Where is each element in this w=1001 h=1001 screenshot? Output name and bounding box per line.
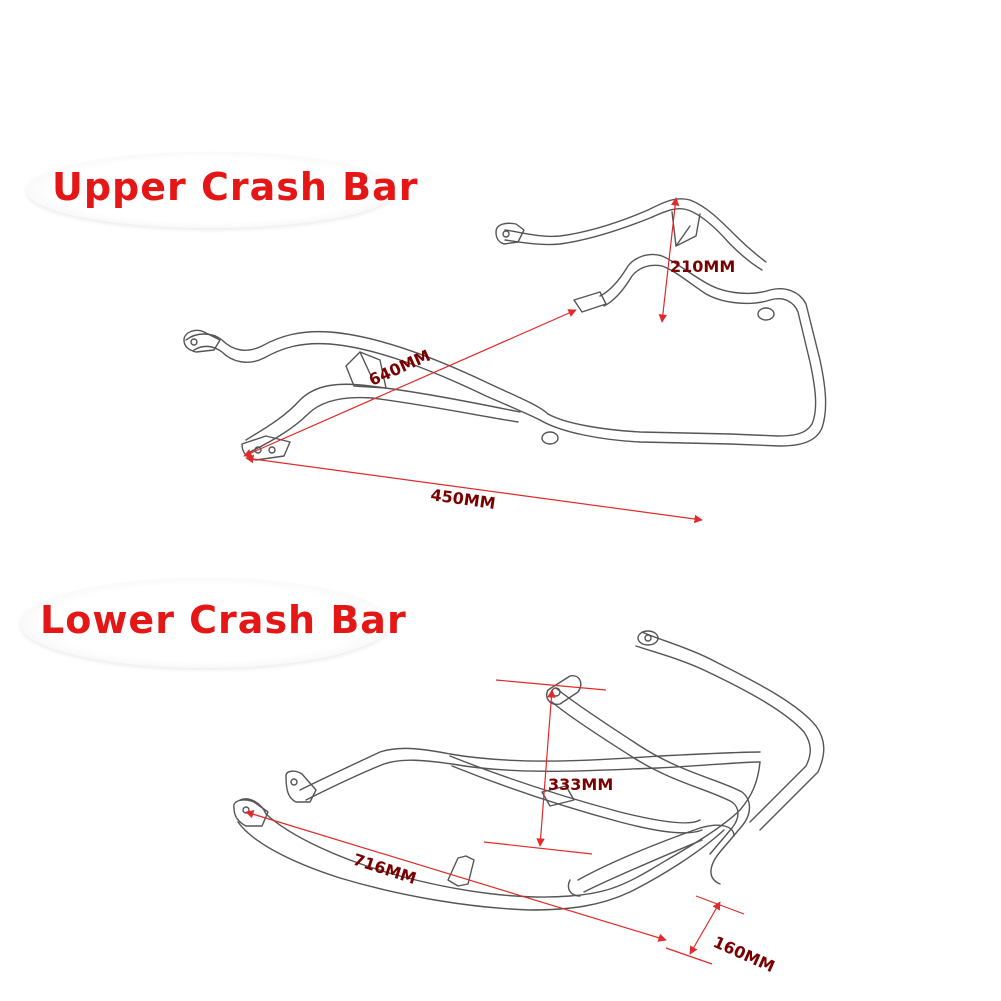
- upper-height-label: 210MM: [670, 257, 735, 276]
- lower-height-label: 333MM: [548, 775, 613, 794]
- upper-crash-bar-drawing: [183, 198, 827, 461]
- lower-length-label: 716MM: [351, 850, 419, 888]
- lower-crash-bar-drawing: [233, 630, 825, 911]
- lower-height-bottom-guide: [483, 841, 593, 855]
- lower-title-badge: [20, 578, 390, 668]
- lower-height-line: [536, 689, 556, 847]
- upper-depth-label: 450MM: [429, 485, 496, 513]
- lower-height-top-guide: [495, 679, 607, 691]
- lower-depth-top-guide: [695, 895, 745, 915]
- upper-dimensions: 640MM 210MM 450MM: [243, 197, 735, 524]
- lower-depth-bottom-guide: [665, 947, 713, 965]
- lower-depth-line: [689, 901, 721, 955]
- upper-width-line: [243, 309, 577, 457]
- upper-height-line: [658, 197, 680, 323]
- lower-crash-bar-title: Lower Crash Bar: [40, 598, 407, 642]
- upper-crash-bar-title: Upper Crash Bar: [52, 165, 419, 209]
- lower-length-line: [245, 810, 667, 942]
- upper-depth-line: [245, 454, 703, 524]
- lower-depth-label: 160MM: [710, 932, 777, 976]
- upper-title-badge: [26, 152, 396, 228]
